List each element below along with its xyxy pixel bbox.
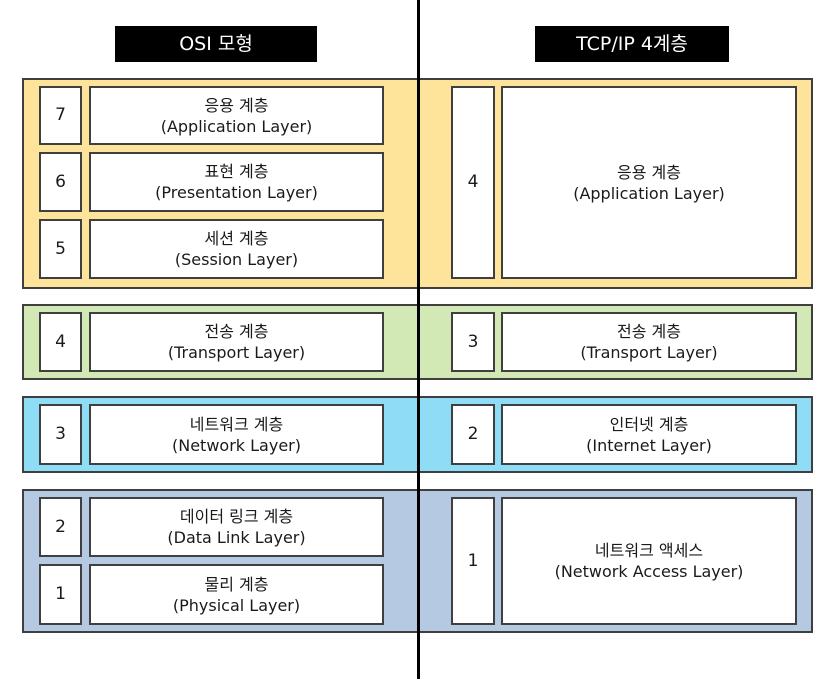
layer-name-en: (Session Layer)	[174, 250, 299, 269]
tcpip-layer-box: 응용 계층 (Application Layer)	[501, 86, 797, 279]
tcpip-layer-box: 네트워크 액세스 (Network Access Layer)	[501, 497, 797, 625]
layer-name: 인터넷 계층	[609, 414, 689, 434]
layer-name-en: (Presentation Layer)	[155, 183, 318, 202]
osi-layer-box: 세션 계층 (Session Layer)	[89, 219, 384, 279]
tcpip-layer-box: 인터넷 계층 (Internet Layer)	[501, 404, 797, 465]
osi-layer-box: 응용 계층 (Application Layer)	[89, 86, 384, 145]
layer-name: 네트워크 액세스	[594, 541, 704, 560]
layer-name: 전송 계층	[204, 322, 269, 341]
tcpip-layer-number: 1	[451, 497, 495, 625]
tcpip-layer-number: 2	[451, 404, 495, 465]
osi-header: OSI 모형	[115, 26, 317, 62]
osi-layer-box: 데이터 링크 계층 (Data Link Layer)	[89, 497, 384, 557]
layer-name-en: (Data Link Layer)	[167, 528, 306, 547]
tcpip-layer-number: 3	[451, 312, 495, 372]
osi-layer-box: 네트워크 계층 (Network Layer)	[89, 404, 384, 465]
layer-name: 데이터 링크 계층	[179, 507, 294, 526]
osi-layer-number: 2	[39, 497, 82, 557]
center-divider	[417, 0, 420, 679]
layer-name: 표현 계층	[204, 162, 269, 181]
osi-layer-number: 1	[39, 564, 82, 625]
layer-name-en: (Transport Layer)	[580, 343, 718, 362]
osi-layer-box: 전송 계층 (Transport Layer)	[89, 312, 384, 372]
layer-name: 응용 계층	[617, 162, 681, 182]
layer-name-en: (Application Layer)	[573, 183, 725, 203]
osi-layer-number: 6	[39, 152, 82, 212]
layer-name: 세션 계층	[204, 229, 269, 248]
tcpip-header: TCP/IP 4계층	[535, 26, 729, 62]
layer-name-en: (Network Layer)	[172, 435, 301, 455]
osi-layer-number: 3	[39, 404, 82, 465]
osi-layer-box: 물리 계층 (Physical Layer)	[89, 564, 384, 625]
osi-layer-number: 7	[39, 86, 82, 145]
osi-layer-number: 5	[39, 219, 82, 279]
tcpip-layer-number: 4	[451, 86, 495, 279]
layer-name-en: (Network Access Layer)	[554, 562, 744, 581]
layer-name-en: (Application Layer)	[160, 116, 313, 136]
layer-name-en: (Physical Layer)	[172, 595, 301, 615]
tcpip-layer-box: 전송 계층 (Transport Layer)	[501, 312, 797, 372]
layer-name-en: (Internet Layer)	[586, 435, 712, 455]
layer-name: 물리 계층	[204, 574, 269, 594]
layer-name: 전송 계층	[617, 322, 681, 341]
osi-layer-number: 4	[39, 312, 82, 372]
layer-name: 네트워크 계층	[189, 414, 284, 434]
osi-layer-box: 표현 계층 (Presentation Layer)	[89, 152, 384, 212]
layer-name-en: (Transport Layer)	[167, 343, 306, 362]
layer-name: 응용 계층	[204, 95, 269, 115]
